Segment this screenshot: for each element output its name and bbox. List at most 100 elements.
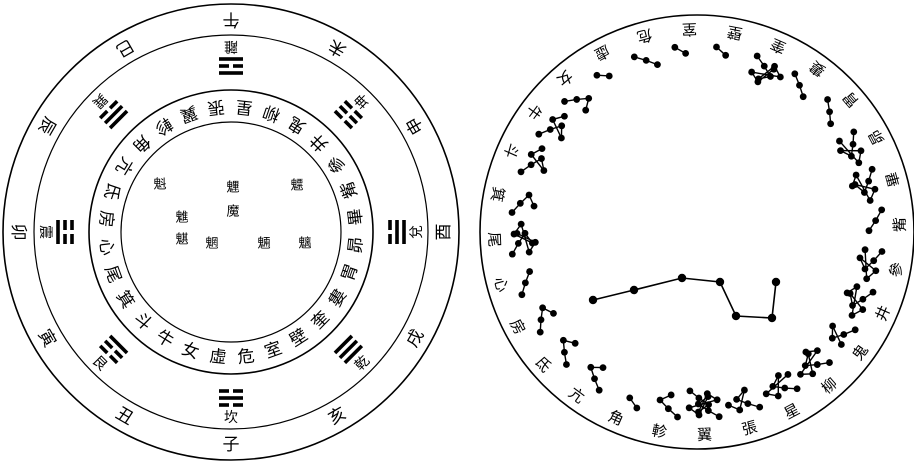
lodge-label: 斗 <box>130 309 156 335</box>
yin-line <box>334 110 344 120</box>
trigram: 兌 <box>388 220 425 244</box>
asterism-21: 房 <box>506 304 557 337</box>
asterism-2: 室 <box>671 20 697 57</box>
star-dot <box>528 161 535 168</box>
star-dot <box>769 383 776 390</box>
star-dot <box>633 405 640 412</box>
star-dot <box>844 289 851 296</box>
trigram: 坎 <box>219 389 243 426</box>
star-dot <box>862 246 869 253</box>
asterism-28: 虛 <box>591 41 613 79</box>
asterism-line <box>860 250 882 279</box>
asterism-11: 井 <box>844 283 895 323</box>
star-dot <box>626 394 633 401</box>
branch-label: 戌 <box>403 326 429 351</box>
center-glyph: 魍 <box>205 236 218 252</box>
branch-label: 午 <box>223 9 240 29</box>
star-dot <box>763 390 770 397</box>
star-dot <box>725 402 732 409</box>
asterism-label: 翼 <box>697 426 713 445</box>
asterism-label: 昴 <box>865 126 888 148</box>
trigram: 震 <box>37 220 74 244</box>
lodge-label: 尾 <box>100 263 125 286</box>
star-dot <box>705 401 712 408</box>
center-labels: 魁魓魒魋魌魍魎魑魔 <box>153 177 311 252</box>
center-glyph: 魋 <box>175 211 188 226</box>
star-dot <box>572 340 579 347</box>
asterism-label: 星 <box>781 400 803 423</box>
star-dot <box>850 141 857 148</box>
lodge-label: 角 <box>128 131 154 157</box>
star-dot <box>863 275 870 282</box>
asterism-label: 角 <box>605 407 626 430</box>
asterism-19: 亢 <box>565 364 606 407</box>
trigram: 坤 <box>334 90 373 129</box>
asterism-label: 張 <box>740 417 759 438</box>
star-dot <box>872 186 879 193</box>
star-dot <box>829 323 836 330</box>
left-cosmic-board: 午未申酉戌亥子丑寅卯辰巳 離坤兌乾坎艮震巽 虛女牛斗箕尾心房氐亢角軫翼張星柳鬼井… <box>3 4 459 460</box>
star-dot <box>582 107 589 114</box>
star-dot <box>549 116 556 123</box>
yin-line <box>63 234 67 244</box>
star-dot <box>879 248 886 255</box>
star-dot <box>754 78 761 85</box>
yang-line <box>104 105 124 125</box>
center-glyph: 魒 <box>290 178 303 194</box>
star-dot <box>537 329 544 336</box>
yin-line <box>339 105 349 115</box>
yin-line <box>219 64 229 68</box>
star-dot <box>532 239 539 246</box>
star-dot <box>853 172 860 179</box>
asterism-label: 室 <box>682 20 698 39</box>
star-dot <box>526 249 533 256</box>
star-dot <box>704 390 711 397</box>
lodge-label: 胃 <box>338 261 362 284</box>
dipper-star <box>589 296 597 304</box>
star-dot <box>744 400 751 407</box>
yin-line <box>63 220 67 230</box>
branch-label: 申 <box>403 113 429 138</box>
asterism-7: 昴 <box>836 126 888 166</box>
star-dot <box>802 349 809 356</box>
yin-line <box>219 389 229 393</box>
star-dot <box>594 72 601 79</box>
trigram-symbol <box>56 220 74 244</box>
star-dot <box>539 304 546 311</box>
yang-line <box>109 110 129 130</box>
lodge-label: 亢 <box>111 153 137 178</box>
star-dot <box>682 50 689 57</box>
big-dipper <box>589 274 780 322</box>
star-dot <box>573 96 580 103</box>
star-dot <box>509 209 516 216</box>
branch-label: 卯 <box>8 224 28 241</box>
branch-ring-inner-circle <box>34 35 428 429</box>
lodge-label: 星 <box>235 96 254 118</box>
star-dot <box>596 387 603 394</box>
star-dot <box>791 70 798 77</box>
star-dot <box>858 147 865 154</box>
asterism-27: 女 <box>553 66 592 113</box>
star-dot <box>800 93 807 100</box>
asterism-8: 畢 <box>849 166 904 204</box>
star-dot <box>838 341 845 348</box>
star-dot <box>854 283 861 290</box>
star-dot <box>558 122 565 129</box>
trigram-label: 離 <box>224 38 238 55</box>
asterism-20: 氐 <box>531 337 578 376</box>
asterism-9: 觜 <box>866 206 910 234</box>
star-dot <box>859 296 866 303</box>
star-dot <box>836 138 843 145</box>
branch-label: 丑 <box>112 404 137 430</box>
star-dot <box>802 362 809 369</box>
asterism-22: 心 <box>490 268 533 298</box>
yang-line <box>402 220 406 244</box>
yang-line <box>219 57 243 61</box>
lodge-label: 婁 <box>325 286 351 311</box>
star-dot <box>837 147 844 154</box>
yin-line <box>233 403 243 407</box>
center-glyph: 魌 <box>175 233 188 248</box>
lodge-label: 觜 <box>337 178 362 201</box>
trigram-label: 坎 <box>224 410 238 426</box>
